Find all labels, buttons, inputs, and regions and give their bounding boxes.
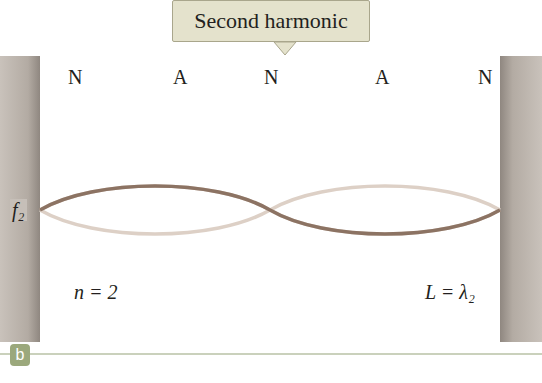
- box-text: Second harmonic: [194, 10, 347, 32]
- node-marker: N: [478, 67, 492, 87]
- callout-pointer: [274, 42, 296, 55]
- antinode-marker: A: [173, 67, 187, 87]
- string-dark: [40, 186, 500, 234]
- frequency-label: f₂: [10, 199, 27, 221]
- panel-letter-box: b: [10, 344, 30, 366]
- node-marker: N: [264, 67, 278, 87]
- string-light: [40, 186, 500, 234]
- left-wall: [0, 56, 40, 342]
- right-wall: [500, 56, 542, 342]
- length-relation: L = λ₂: [425, 282, 475, 302]
- harmonic-number: n = 2: [74, 282, 118, 302]
- box-text: b: [16, 347, 25, 363]
- antinode-marker: A: [375, 67, 389, 87]
- string-light: [40, 186, 500, 234]
- callout-box: Second harmonic: [172, 0, 370, 42]
- panel-rule: [0, 353, 542, 355]
- node-marker: N: [68, 67, 82, 87]
